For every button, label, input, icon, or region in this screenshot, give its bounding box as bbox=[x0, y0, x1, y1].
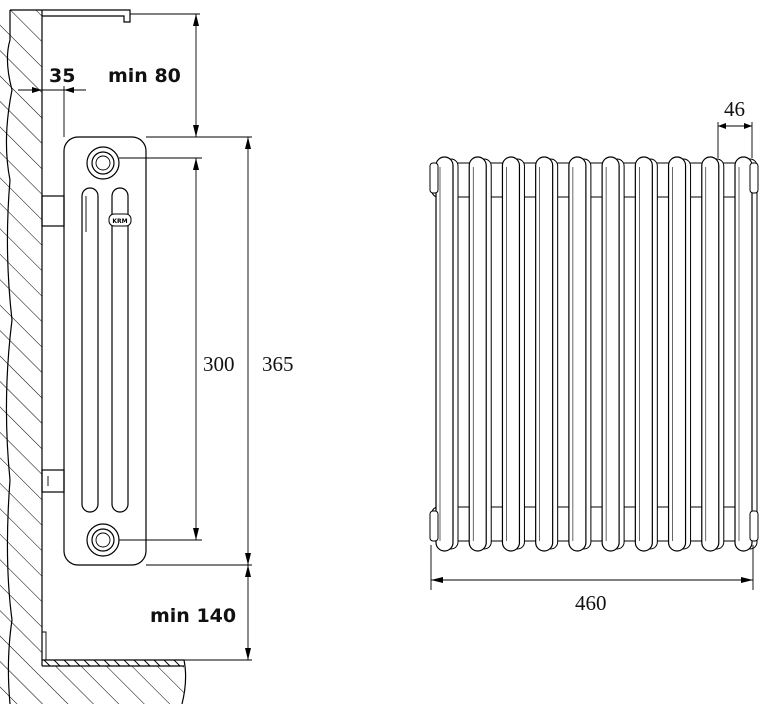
front-tube bbox=[667, 156, 687, 552]
front-tube bbox=[601, 156, 620, 552]
dim-section-width-label: 46 bbox=[724, 97, 745, 121]
front-tube bbox=[435, 156, 454, 552]
dim-axis-label: 300 bbox=[203, 352, 235, 376]
front-tube bbox=[468, 156, 487, 552]
dim-height-label: 365 bbox=[262, 352, 294, 376]
dim-top-clearance-label: min 80 bbox=[108, 65, 181, 87]
dim-top-clearance: min 80 bbox=[108, 13, 200, 138]
radiator-section bbox=[634, 156, 658, 552]
radiator-section bbox=[734, 156, 758, 552]
radiator-section bbox=[435, 156, 459, 552]
dim-axis: 300 bbox=[119, 157, 235, 541]
top-pipe bbox=[42, 9, 131, 23]
top-end-plug-left bbox=[429, 162, 439, 194]
dim-floor-clearance: min 140 bbox=[146, 564, 252, 661]
radiator-section bbox=[468, 156, 492, 552]
wall-brackets bbox=[41, 195, 65, 493]
front-tube bbox=[501, 156, 521, 552]
radiator-section bbox=[701, 156, 725, 552]
radiator-section bbox=[568, 156, 592, 552]
front-tube bbox=[535, 156, 554, 552]
dim-section-width: 46 bbox=[717, 97, 753, 158]
dim-total-width-label: 460 bbox=[575, 591, 607, 615]
floor bbox=[42, 631, 187, 704]
front-tube bbox=[568, 156, 587, 552]
radiator-section bbox=[667, 156, 692, 552]
wall bbox=[0, 9, 43, 704]
dim-offset: 35 bbox=[18, 65, 86, 137]
dim-total-width: 460 bbox=[430, 545, 754, 615]
dim-floor-clearance-label: min 140 bbox=[150, 605, 236, 627]
radiator-section bbox=[601, 156, 625, 552]
front-view: 46 460 bbox=[429, 97, 759, 615]
front-tube bbox=[634, 156, 653, 552]
front-tube bbox=[734, 156, 753, 552]
brand-badge bbox=[108, 213, 132, 227]
bottom-end-plug-right bbox=[749, 510, 759, 542]
radiator-section bbox=[501, 156, 525, 552]
radiator-side-body: KRM bbox=[63, 136, 147, 566]
dim-offset-label: 35 bbox=[49, 65, 75, 87]
top-end-plug-right bbox=[749, 162, 759, 194]
bottom-end-plug-left bbox=[429, 510, 439, 542]
radiator-section bbox=[535, 156, 559, 552]
dim-height: 365 bbox=[146, 136, 294, 566]
radiator-sections bbox=[429, 156, 759, 552]
front-tube bbox=[701, 156, 720, 552]
side-view: KRM 35 min 80 365 bbox=[0, 9, 294, 704]
svg-text:KRM: KRM bbox=[112, 218, 127, 225]
